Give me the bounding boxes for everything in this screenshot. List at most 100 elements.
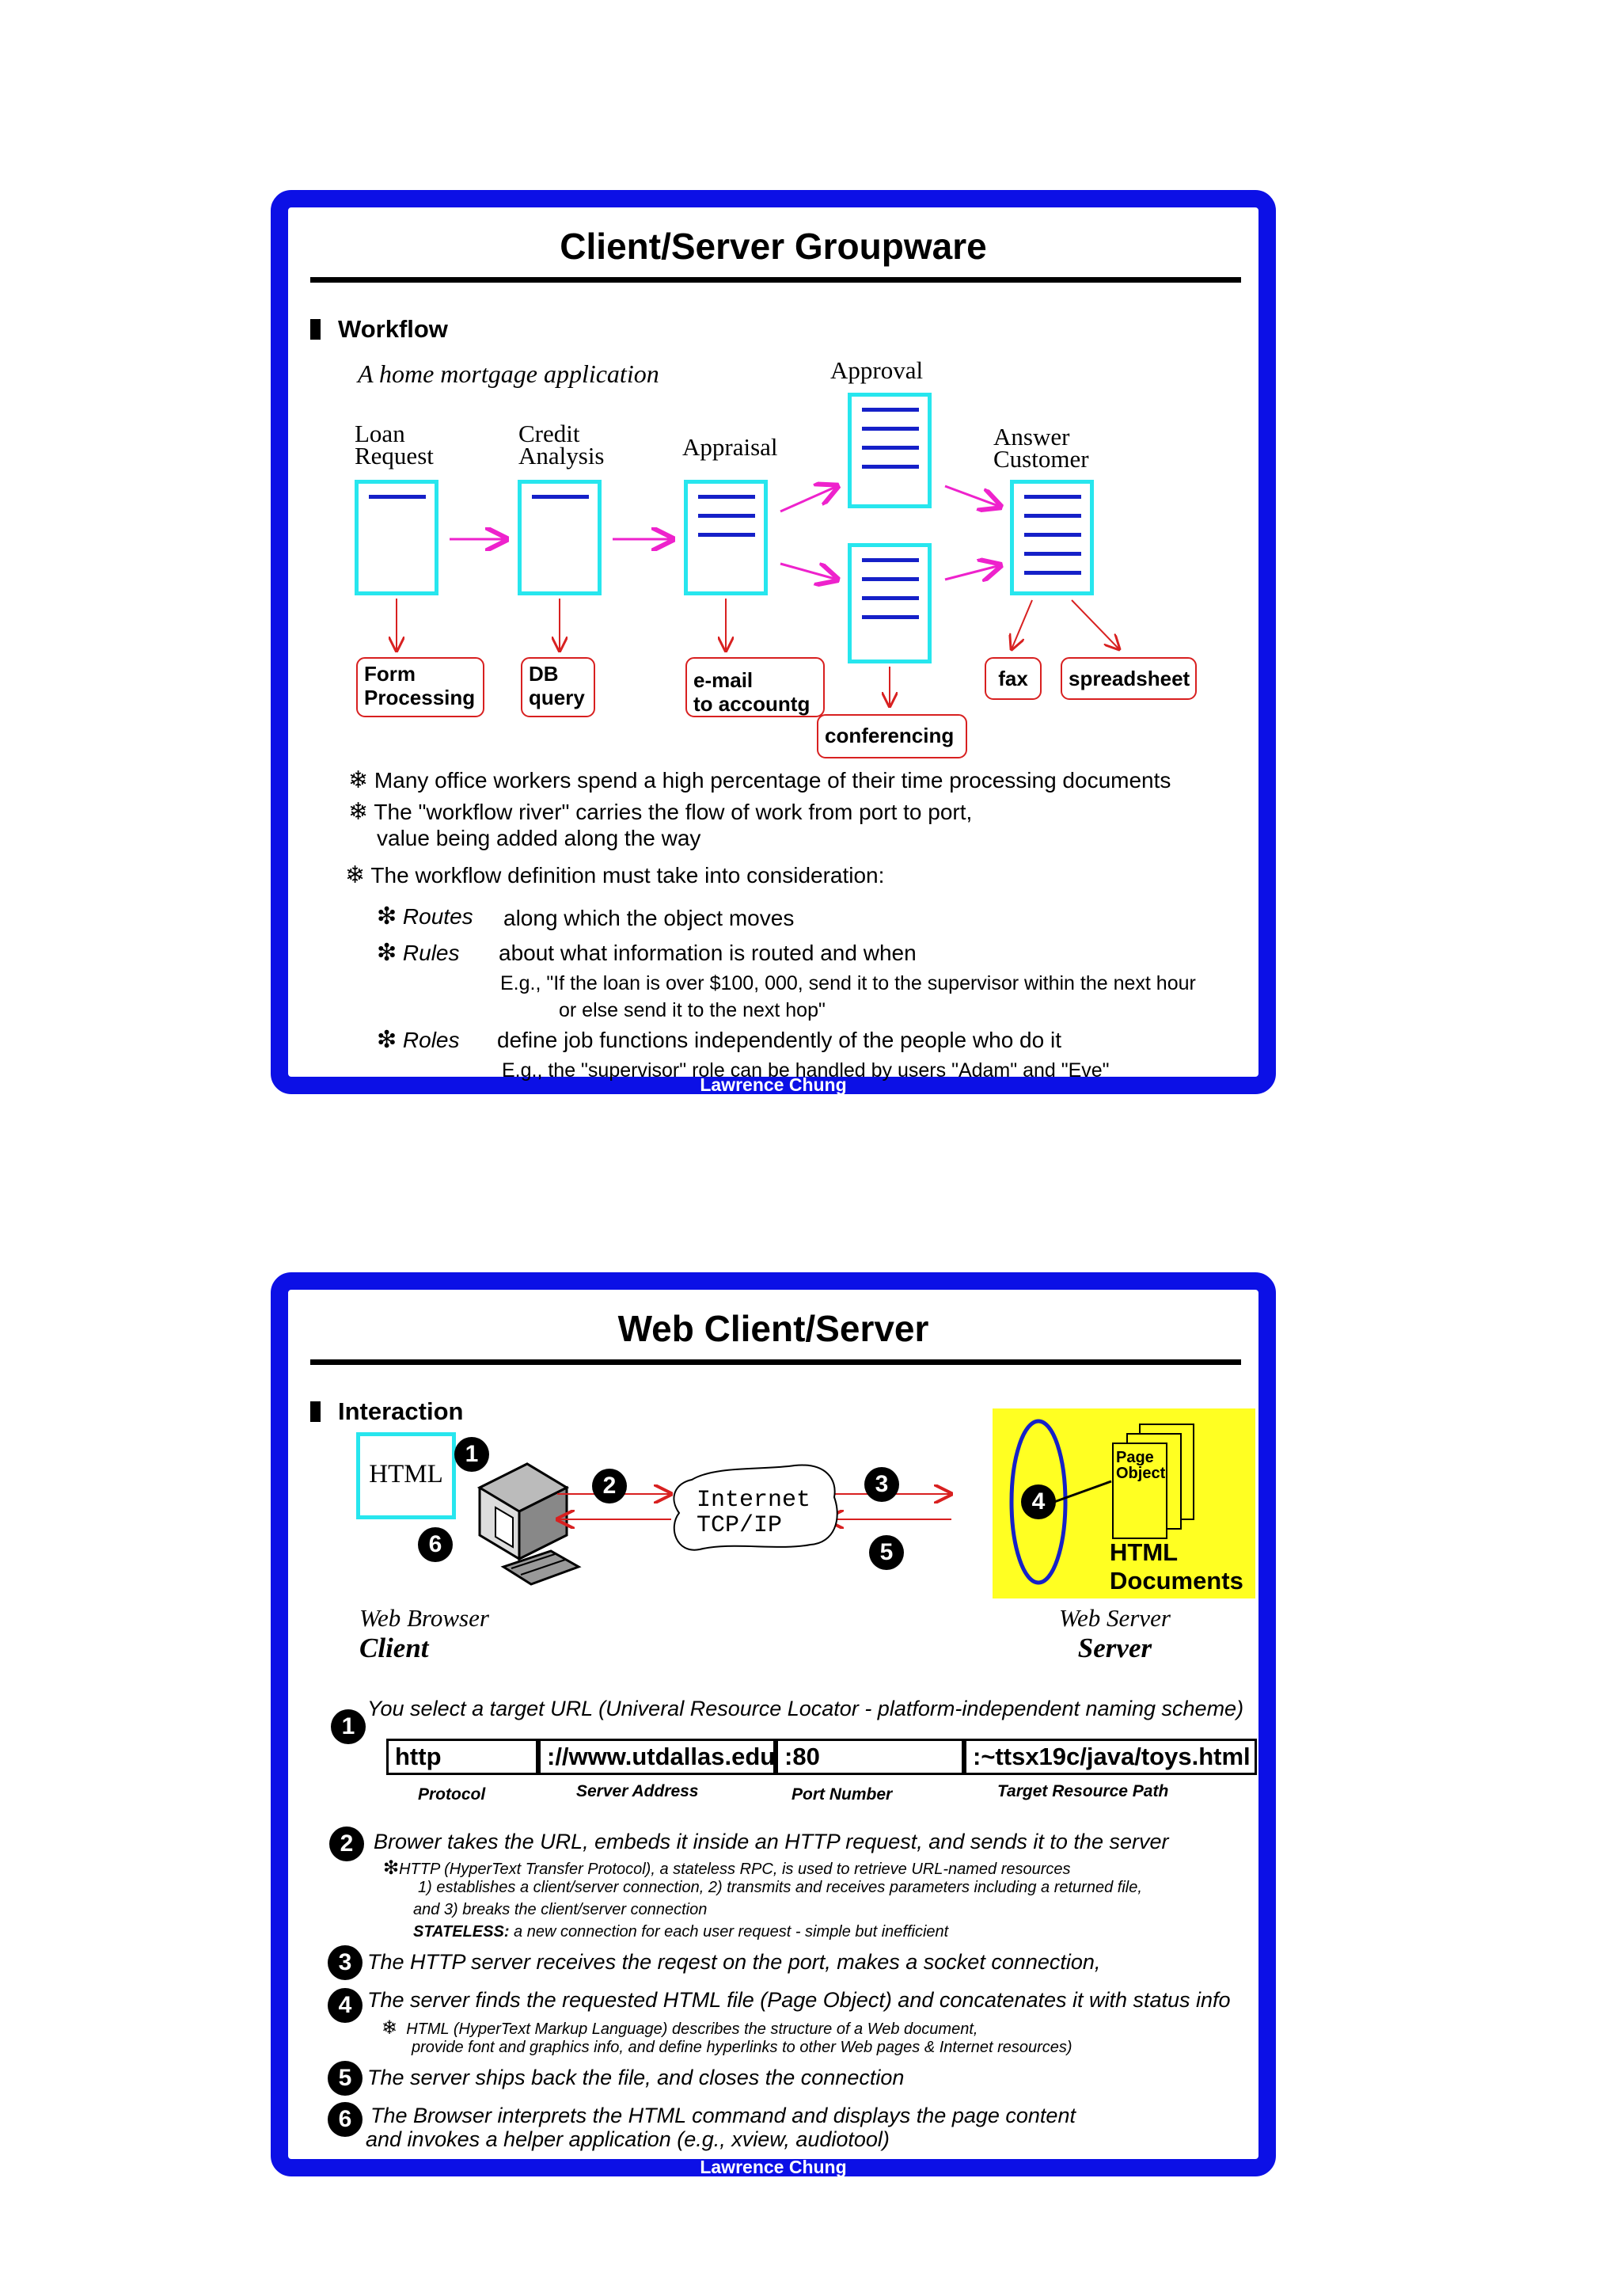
- bullet-item: ❄ The "workflow river" carries the flow …: [348, 798, 972, 826]
- text-line: [1024, 514, 1081, 518]
- snowflake-bullet-icon: ❄: [348, 767, 369, 793]
- url-path-label: Target Resource Path: [997, 1782, 1169, 1800]
- step-badge-6: 6: [418, 1527, 453, 1562]
- stage-label-answer-customer: Answer Customer: [993, 423, 1089, 471]
- computer-icon: [476, 1462, 582, 1586]
- stage-label-loan-request: Loan Request: [355, 421, 434, 469]
- section-heading: Workflow: [310, 315, 448, 344]
- bullet-continuation: value being added along the way: [377, 826, 701, 850]
- title-rule: [310, 277, 1241, 283]
- step-4-detail: provide font and graphics info, and defi…: [412, 2039, 1072, 2056]
- text-line: [698, 514, 755, 518]
- internet-cloud-icon: [673, 1464, 838, 1551]
- text-line: [1024, 552, 1081, 556]
- snowflake-bullet-icon: ❄: [348, 799, 369, 825]
- asterisk-bullet-icon: ❇: [377, 903, 397, 929]
- url-protocol-field: http: [386, 1739, 538, 1775]
- page-object-line: Object: [1116, 1465, 1166, 1482]
- stateless-note: STATELESS: a new connection for each use…: [413, 1923, 948, 1941]
- subbullet-rules-text: about what information is routed and whe…: [499, 941, 917, 965]
- slide-title: Web Client/Server: [617, 1308, 929, 1349]
- step-badge-2: 2: [329, 1827, 364, 1861]
- task-line: e-mail: [693, 668, 754, 692]
- step-6-text: and invokes a helper application (e.g., …: [366, 2127, 890, 2151]
- task-spreadsheet: spreadsheet: [1061, 657, 1197, 700]
- rules-example: E.g., "If the loan is over $100, 000, se…: [500, 972, 1196, 994]
- slide-title: Client/Server Groupware: [560, 226, 987, 267]
- step-2-detail: ❇HTTP (HyperText Transfer Protocol), a s…: [383, 1857, 1071, 1880]
- asterisk-bullet-icon: ❇: [377, 1027, 397, 1053]
- flow-arrow: [780, 564, 837, 580]
- task-line: to accountg: [693, 692, 810, 716]
- stage-label-line: Answer: [993, 423, 1070, 450]
- task-line: query: [529, 686, 585, 709]
- internet-line: Internet: [697, 1487, 811, 1514]
- server-diagram: [1009, 1419, 1194, 1585]
- step-2-text: Brower takes the URL, embeds it inside a…: [374, 1830, 1169, 1853]
- step-badge-1: 1: [454, 1437, 489, 1472]
- slide-web-client-server: Web Client/Server Interaction HTML Inter…: [271, 1272, 1276, 2177]
- stage-label-appraisal: Appraisal: [682, 433, 778, 461]
- step-badge-1: 1: [331, 1709, 366, 1744]
- text-line: [862, 596, 919, 600]
- text-line: [1024, 533, 1081, 537]
- text-line: [1024, 495, 1081, 499]
- page-object-line: Page: [1116, 1449, 1154, 1466]
- subbullet-routes-text: along which the object moves: [503, 906, 795, 930]
- stage-label-line: Request: [355, 442, 434, 469]
- text-line: [532, 495, 589, 499]
- url-port-label: Port Number: [792, 1785, 893, 1804]
- task-form-processing: Form Processing: [356, 657, 484, 717]
- detail-text: HTTP (HyperText Transfer Protocol), a st…: [399, 1861, 1071, 1878]
- footer-author: Lawrence Chung: [700, 2157, 847, 2177]
- text-line: [1024, 571, 1081, 575]
- detail-text: HTML (HyperText Markup Language) describ…: [406, 2020, 978, 2038]
- subbullet-routes: ❇ Routes: [377, 903, 473, 930]
- step-1-text: You select a target URL (Univeral Resour…: [367, 1697, 1244, 1720]
- url-server-field: ://www.utdallas.edu: [538, 1739, 776, 1775]
- task-arrow: [1012, 599, 1033, 649]
- task-fax: fax: [985, 657, 1042, 700]
- task-line: Form: [364, 662, 416, 686]
- text-line: [862, 408, 919, 412]
- client-caption: Web Browser Client: [359, 1603, 489, 1663]
- step-3-text: The HTTP server receives the reqest on t…: [367, 1950, 1101, 1974]
- document-icon-approval: [848, 393, 932, 508]
- asterisk-bullet-icon: ❇: [377, 940, 397, 966]
- document-icon-loan-request: [355, 480, 438, 595]
- step-badge-6: 6: [328, 2102, 363, 2137]
- step-2-detail: and 3) breaks the client/server connecti…: [413, 1901, 708, 1918]
- footer-author: Lawrence Chung: [700, 1074, 847, 1095]
- flow-arrow: [944, 565, 1000, 580]
- html-page-box: HTML: [356, 1432, 456, 1519]
- text-line: [698, 495, 755, 499]
- section-marker-icon: [310, 319, 321, 340]
- roles-example: E.g., the "supervisor" role can be handl…: [502, 1059, 1110, 1081]
- workflow-subtitle: A home mortgage application: [358, 359, 659, 388]
- html-documents-line: Documents: [1110, 1567, 1243, 1595]
- page-object-icon: [1112, 1443, 1167, 1539]
- url-path-field: :~ttsx19c/java/toys.html: [964, 1739, 1257, 1775]
- task-line: DB: [529, 662, 559, 686]
- section-heading-text: Interaction: [338, 1397, 464, 1425]
- stage-label-line: Analysis: [518, 442, 605, 469]
- step-4-detail: ❄ HTML (HyperText Markup Language) descr…: [382, 2017, 978, 2039]
- url-protocol-label: Protocol: [418, 1785, 486, 1804]
- asterisk-bullet-icon: ❇: [383, 1857, 400, 1879]
- stage-label-line: Credit: [518, 420, 580, 447]
- text-line: [369, 495, 426, 499]
- caption-line: Web Server: [1059, 1604, 1171, 1632]
- stateless-term: STATELESS:: [413, 1923, 510, 1941]
- step-6-text: The Browser interprets the HTML command …: [370, 2104, 1076, 2127]
- html-documents-line: HTML: [1110, 1538, 1179, 1566]
- document-icon-credit-analysis: [518, 480, 602, 595]
- step-4-text: The server finds the requested HTML file…: [367, 1988, 1231, 2012]
- subbullet-roles: ❇ Roles: [377, 1026, 460, 1054]
- task-line: Processing: [364, 686, 476, 709]
- step-badge-5: 5: [328, 2061, 363, 2096]
- stage-label-approval: Approval: [830, 356, 924, 384]
- subbullet-rules: ❇ Rules: [377, 939, 460, 967]
- text-line: [862, 446, 919, 450]
- subbullet-roles-text: define job functions independently of th…: [497, 1028, 1061, 1052]
- document-icon-conferencing: [848, 543, 932, 663]
